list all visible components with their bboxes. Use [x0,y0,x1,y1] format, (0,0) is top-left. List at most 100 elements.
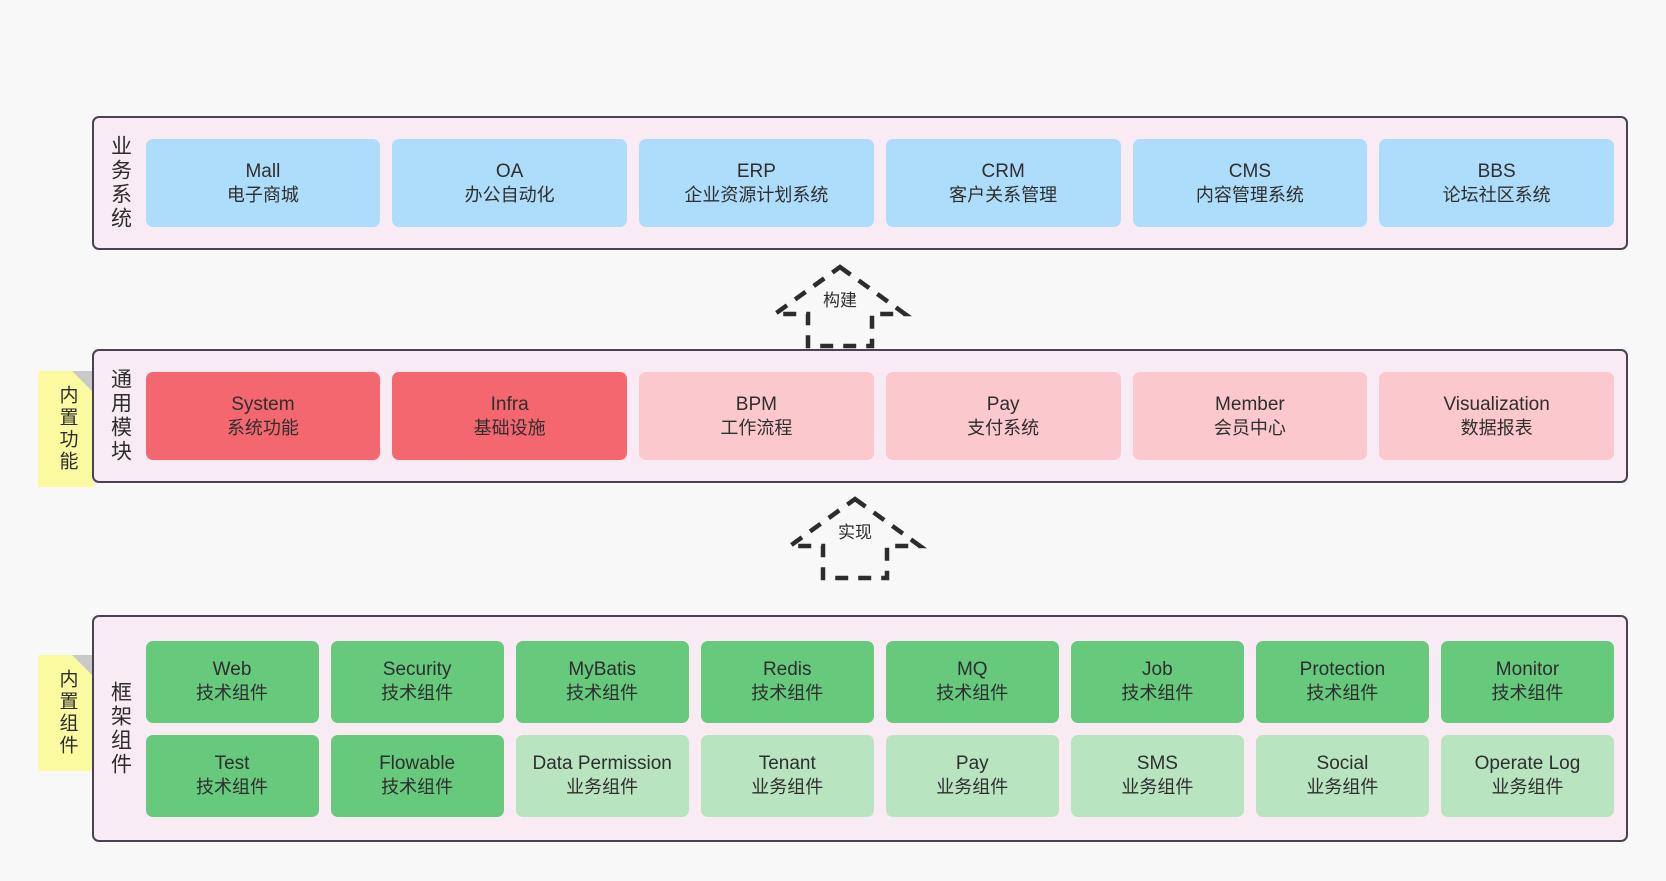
framework-component-card-name: MQ [956,659,988,680]
framework-component-card-desc: 技术组件 [936,683,1009,704]
business-system-card-name: CRM [981,160,1025,182]
framework-component-card[interactable]: Test 技术组件 [145,734,319,817]
business-system-card-name: ERP [736,160,776,182]
layer-framework-components-title: 框架组件 [108,680,132,777]
framework-component-card[interactable]: MQ 技术组件 [885,640,1059,723]
common-module-card-desc: 系统功能 [226,417,299,438]
framework-component-card[interactable]: Security 技术组件 [330,640,504,723]
business-system-card-desc: 客户关系管理 [949,184,1058,205]
business-system-card-desc: 论坛社区系统 [1442,184,1551,205]
framework-component-card[interactable]: MyBatis 技术组件 [515,640,689,723]
framework-component-card-name: Test [214,753,250,774]
common-module-card-desc: 基础设施 [473,417,546,438]
framework-component-card-name: Tenant [758,753,816,774]
common-module-card-name: Member [1215,393,1285,415]
note-fold-corner-icon [72,371,94,393]
framework-component-card-desc: 技术组件 [1121,683,1194,704]
framework-component-card-name: MyBatis [568,659,636,680]
common-module-card-desc: 支付系统 [967,417,1040,438]
common-module-card-desc: 数据报表 [1460,417,1533,438]
business-system-card-desc: 企业资源计划系统 [684,184,829,205]
layer-business-system-title: 业务系统 [108,135,132,231]
framework-component-card[interactable]: Protection 技术组件 [1255,640,1429,723]
business-system-card-desc: 内容管理系统 [1195,184,1304,205]
framework-component-card[interactable]: Web 技术组件 [145,640,319,723]
framework-component-card-name: Job [1142,659,1173,680]
framework-component-card[interactable]: Flowable 技术组件 [330,734,504,817]
framework-component-card-desc: 业务组件 [1121,777,1194,798]
framework-component-card[interactable]: Pay 业务组件 [885,734,1059,817]
framework-component-card-desc: 业务组件 [751,777,824,798]
common-module-card-name: System [231,393,295,415]
arrow-implement: 实现 [775,494,935,582]
framework-component-card-desc: 业务组件 [936,777,1009,798]
framework-component-card-name: Flowable [379,753,456,774]
framework-component-card[interactable]: Job 技术组件 [1070,640,1244,723]
framework-component-card-name: Social [1316,753,1369,774]
business-system-card-desc: 办公自动化 [464,184,555,205]
business-system-card-desc: 电子商城 [226,184,299,205]
framework-component-card[interactable]: Operate Log 业务组件 [1440,734,1615,817]
common-module-card-desc: 工作流程 [720,417,793,438]
framework-component-card[interactable]: Tenant 业务组件 [700,734,874,817]
business-system-card-name: Mall [245,160,281,182]
common-module-card-name: Pay [986,393,1020,415]
framework-component-card-desc: 业务组件 [1491,777,1564,798]
sticky-note-builtin-functions: 内置功能 [38,371,94,487]
framework-component-card-desc: 技术组件 [196,683,269,704]
framework-component-card-desc: 技术组件 [1491,683,1564,704]
framework-component-card-name: Web [212,659,252,680]
framework-component-card-name: Monitor [1495,659,1560,680]
framework-component-card-desc: 业务组件 [566,777,639,798]
arrow-build: 构建 [760,262,920,350]
framework-component-card-desc: 技术组件 [751,683,824,704]
layer-common-modules-title: 通用模块 [108,368,132,464]
business-system-card-name: CMS [1228,160,1271,182]
framework-component-card-desc: 技术组件 [381,777,454,798]
framework-component-card-name: Pay [955,753,989,774]
framework-component-card-name: Operate Log [1474,753,1581,774]
framework-component-card[interactable]: Data Permission 业务组件 [515,734,689,817]
framework-component-card-desc: 技术组件 [381,683,454,704]
framework-component-card[interactable]: Monitor 技术组件 [1440,640,1615,723]
arrow-build-label: 构建 [823,291,857,310]
framework-component-card-desc: 技术组件 [1306,683,1379,704]
business-system-card-name: BBS [1477,160,1516,182]
arrow-implement-label: 实现 [838,523,872,542]
common-module-card-name: Visualization [1443,393,1550,415]
sticky-note-builtin-functions-text: 内置功能 [56,385,78,473]
common-module-card-name: Infra [490,393,529,415]
framework-component-card[interactable]: Social 业务组件 [1255,734,1429,817]
framework-component-card-desc: 业务组件 [1306,777,1379,798]
framework-component-card-name: Data Permission [532,753,672,774]
framework-component-card-desc: 技术组件 [566,683,639,704]
framework-component-card-desc: 技术组件 [196,777,269,798]
framework-component-card-name: Security [382,659,452,680]
business-system-card-name: OA [495,160,524,182]
framework-component-card-name: Protection [1299,659,1386,680]
common-module-card-name: BPM [735,393,777,415]
